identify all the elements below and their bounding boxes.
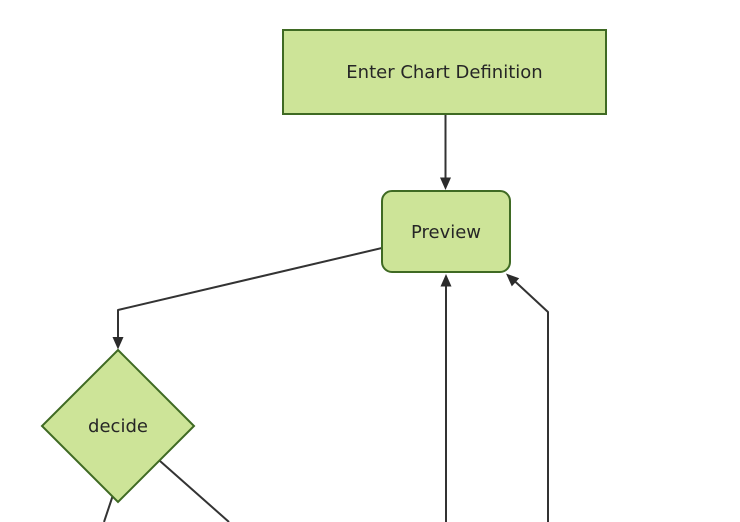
node-decide: decide [40, 348, 196, 504]
node-preview: Preview [381, 190, 511, 273]
node-enter-chart-definition-shape [282, 29, 607, 115]
node-enter-chart-definition-label: Enter Chart Definition [346, 62, 542, 83]
edge-bottom-to-preview-arrowhead-icon [440, 274, 452, 287]
edge-bottom-right-to-preview-arrowhead-icon [506, 273, 520, 287]
edge-preview-to-decide-arrowhead-icon [112, 337, 124, 350]
edge-enter-to-preview-arrowhead-icon [440, 177, 451, 190]
node-decide-label: decide [88, 416, 148, 437]
node-decide-shape [40, 348, 196, 504]
edge-preview-to-decide-line [117, 247, 383, 337]
edge-decide-to-bottom-right [159, 460, 230, 522]
edge-bottom-right-to-preview [506, 273, 549, 522]
node-enter-chart-definition: Enter Chart Definition [282, 29, 607, 115]
node-preview-shape [381, 190, 511, 273]
edge-bottom-right-to-preview-line [512, 279, 549, 522]
edge-enter-to-preview [440, 114, 451, 190]
edge-bottom-to-preview [440, 274, 452, 522]
edge-decide-to-bottom-right-line [159, 460, 230, 522]
node-preview-label: Preview [411, 222, 481, 243]
edge-decide-to-bottom-left [103, 494, 114, 522]
edge-decide-to-bottom-left-line [103, 494, 114, 522]
edge-preview-to-decide [112, 247, 383, 350]
